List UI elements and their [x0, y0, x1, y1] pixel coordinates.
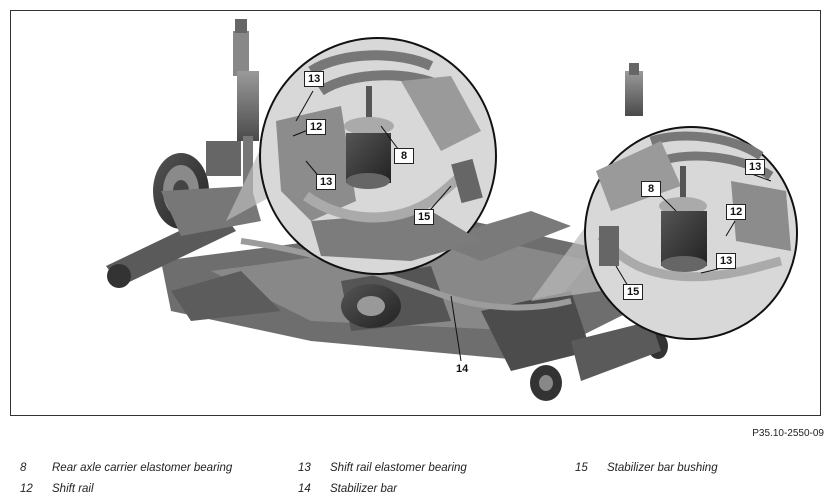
zoom-wedge-right — [531, 226, 601, 301]
callout-8-right: 8 — [641, 181, 661, 197]
legend-number: 13 — [298, 462, 311, 474]
stabilizer-bar — [240, 238, 572, 311]
callout-13-right-upper: 13 — [745, 159, 766, 175]
legend-number: 8 — [20, 462, 27, 474]
legend-number: 12 — [20, 483, 33, 495]
detail-circle-left — [259, 37, 497, 275]
axle-illustration — [106, 19, 798, 401]
legend-item: 13 Shift rail elastomer bearing — [298, 462, 467, 474]
right-strut — [530, 63, 668, 401]
diagram-frame: 13 12 8 13 15 8 13 12 13 15 14 — [10, 10, 821, 416]
callout-15-right: 15 — [623, 284, 644, 300]
callout-15-left: 15 — [414, 209, 435, 225]
legend-text: Shift rail — [52, 483, 94, 495]
legend-item: 14 Stabilizer bar — [298, 483, 397, 495]
legend-item: 12 Shift rail — [20, 483, 94, 495]
callout-13-left-lower: 13 — [316, 174, 337, 190]
callout-13-right-lower: 13 — [716, 253, 737, 269]
legend-number: 14 — [298, 483, 311, 495]
callout-13-left-upper: 13 — [304, 71, 325, 87]
legend-item: 15 Stabilizer bar bushing — [575, 462, 718, 474]
left-hub — [106, 141, 261, 288]
legend-number: 15 — [575, 462, 588, 474]
left-strut — [233, 19, 259, 206]
legend-text: Stabilizer bar — [330, 483, 398, 495]
callout-8-left: 8 — [394, 148, 414, 164]
legend-text: Stabilizer bar bushing — [607, 462, 718, 474]
callout-12-right: 12 — [726, 204, 747, 220]
callout-14: 14 — [456, 363, 469, 375]
figure-code: P35.10-2550-09 — [752, 428, 824, 439]
legend-text: Shift rail elastomer bearing — [330, 462, 467, 474]
leader-14 — [450, 295, 462, 362]
legend-text: Rear axle carrier elastomer bearing — [52, 462, 233, 474]
callout-12-left: 12 — [306, 119, 327, 135]
legend-item: 8 Rear axle carrier elastomer bearing — [20, 462, 232, 474]
